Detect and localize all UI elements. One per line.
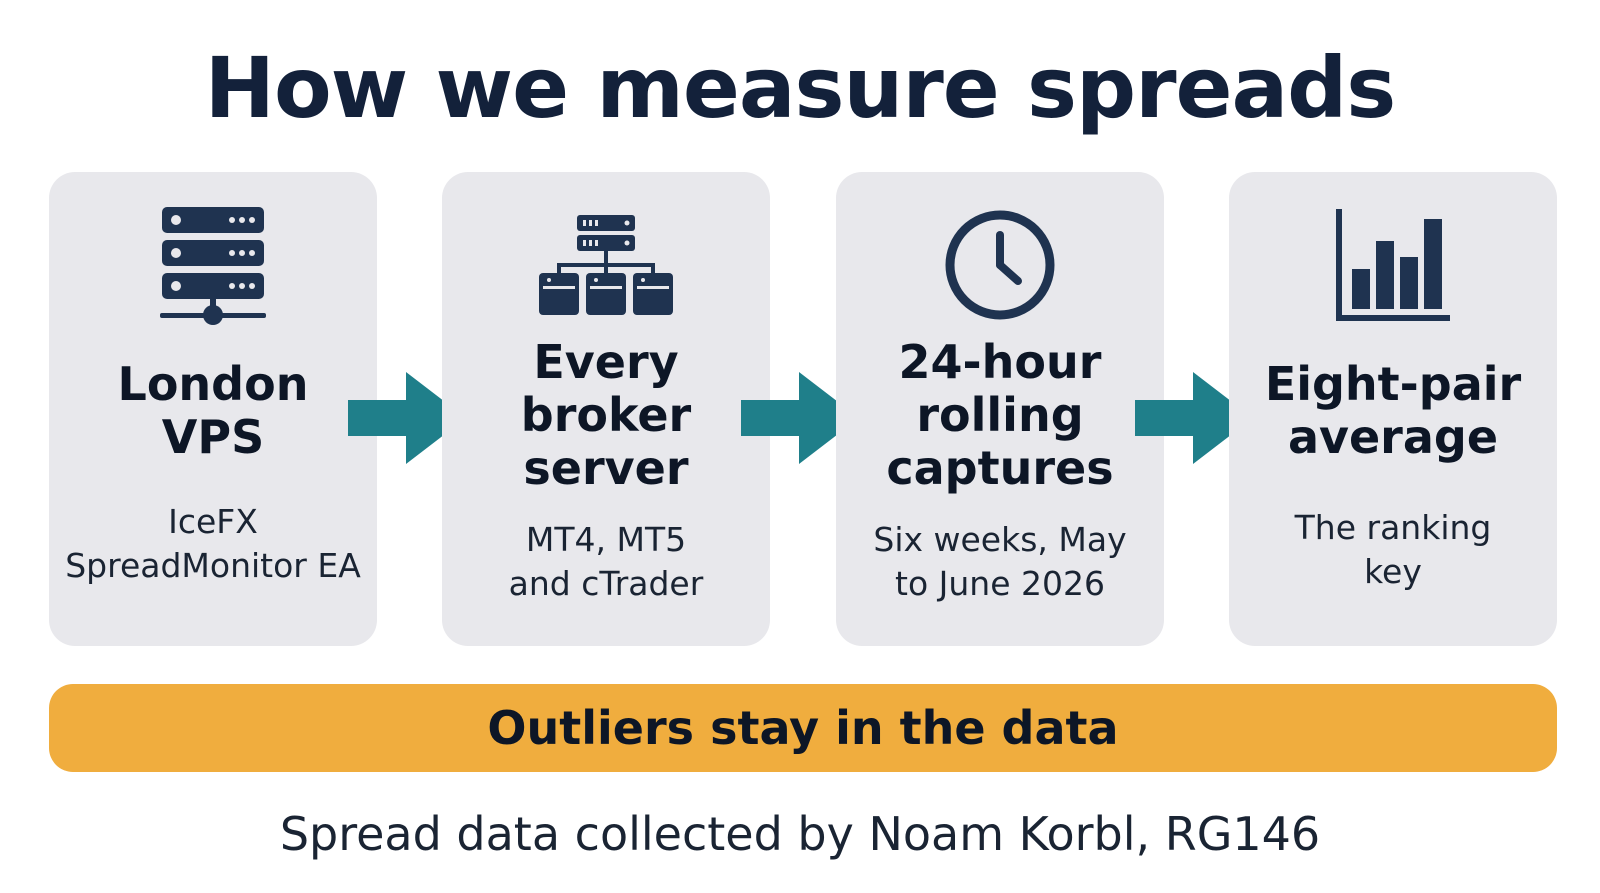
step-description: MT4, MT5 and cTrader bbox=[508, 520, 704, 603]
page-title: How we measure spreads bbox=[204, 39, 1397, 137]
data-credit-footer: Spread data collected by Noam Korbl, RG1… bbox=[279, 807, 1321, 861]
server-icon bbox=[49, 200, 377, 330]
arrow-right-icon bbox=[741, 372, 859, 464]
step-card-london-vps: London VPS IceFX SpreadMonitor EA bbox=[49, 172, 377, 646]
step-card-every-broker-server: Every broker server MT4, MT5 and cTrader bbox=[442, 172, 770, 646]
step-heading: London VPS bbox=[117, 357, 309, 464]
bar-chart-icon bbox=[1229, 200, 1557, 330]
step-card-24-hour-rolling-captures: 24-hour rolling captures Six weeks, May … bbox=[836, 172, 1164, 646]
step-heading: 24-hour rolling captures bbox=[886, 335, 1114, 495]
step-description: Six weeks, May to June 2026 bbox=[873, 520, 1127, 603]
outliers-banner: Outliers stay in the data bbox=[49, 684, 1557, 772]
clock-icon bbox=[836, 200, 1164, 330]
step-heading: Eight-pair average bbox=[1264, 357, 1522, 464]
step-card-eight-pair-average: Eight-pair average The ranking key bbox=[1229, 172, 1557, 646]
step-description: The ranking key bbox=[1294, 508, 1492, 591]
arrow-right-icon bbox=[1135, 372, 1253, 464]
step-heading: Every broker server bbox=[520, 335, 692, 495]
network-servers-icon bbox=[442, 200, 770, 330]
arrow-right-icon bbox=[348, 372, 466, 464]
step-description: IceFX SpreadMonitor EA bbox=[65, 502, 361, 585]
